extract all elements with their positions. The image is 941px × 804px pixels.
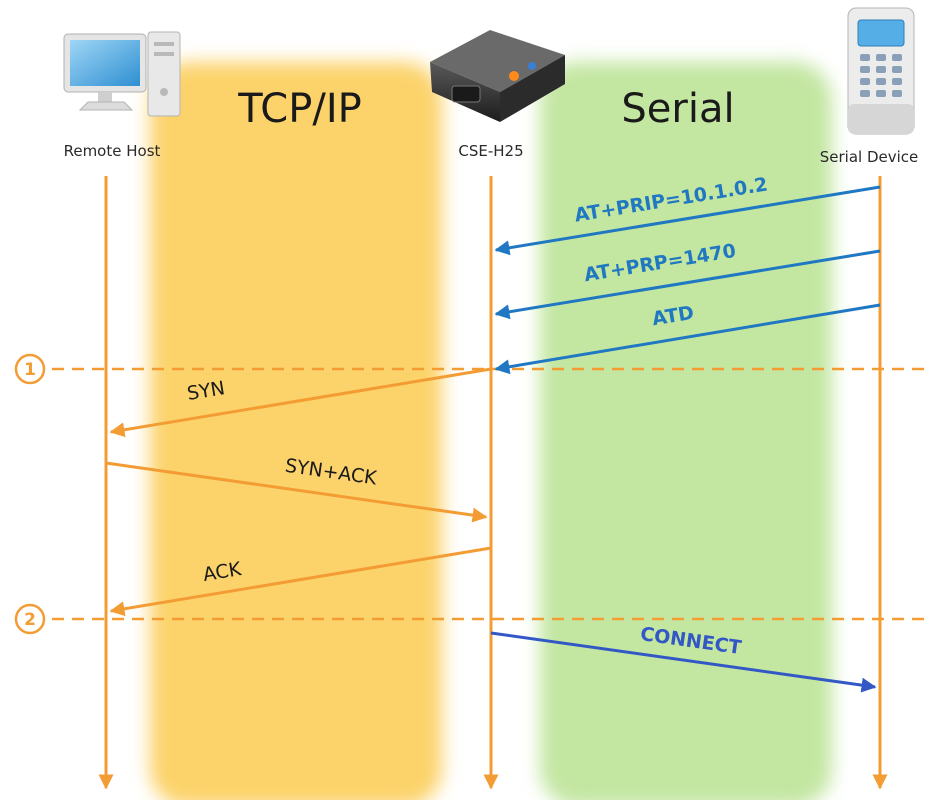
marker-2-number: 2 [24,610,36,630]
serial-zone [540,62,832,804]
serial-zone-band [540,62,832,804]
marker-2-badge [14,603,46,635]
serial-device-label: Serial Device [820,148,919,166]
marker-1-number: 1 [24,360,36,380]
desktop-computer-icon [63,31,181,117]
serial-device-server-icon [430,30,565,122]
keypad-terminal-icon [847,7,915,135]
tcpip-zone-label: TCP/IP [237,86,362,132]
serial-zone-label: Serial [621,86,734,132]
tcpip-zone-band [150,62,442,804]
cse-h25-label: CSE-H25 [458,142,523,160]
tcpip-zone [150,62,442,804]
remote-host-label: Remote Host [64,142,161,160]
marker-1-badge [14,353,46,385]
message-atd: ATD [494,302,881,375]
